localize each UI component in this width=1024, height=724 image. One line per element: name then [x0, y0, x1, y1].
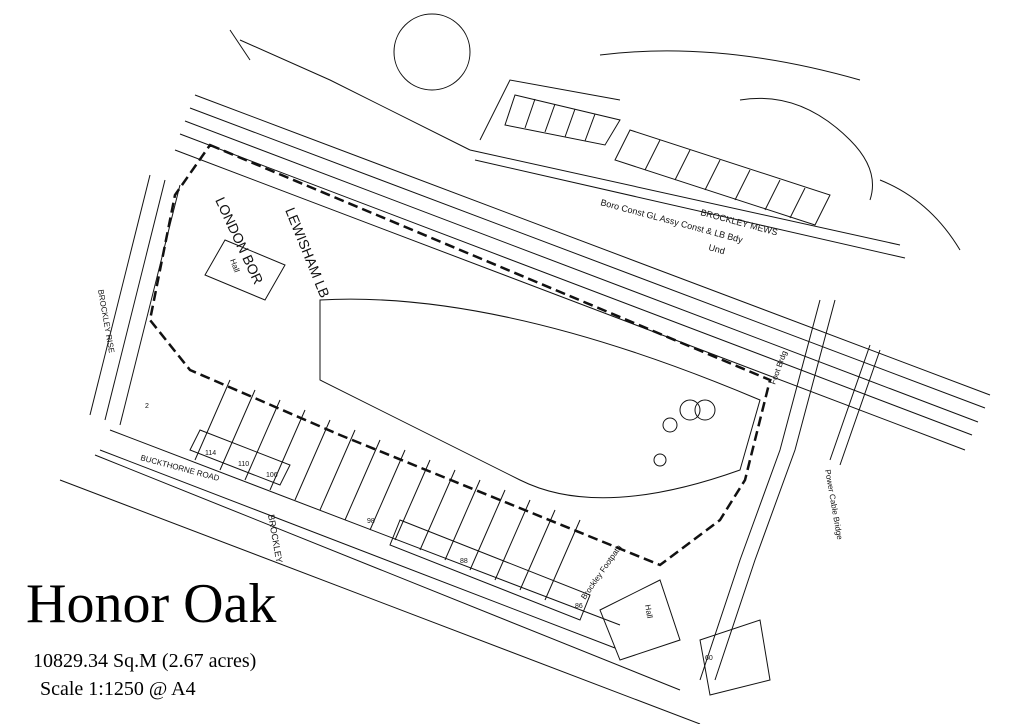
house-number: 86 — [575, 603, 583, 610]
label-hall-left: Hall — [228, 258, 241, 274]
map-title: Honor Oak — [26, 573, 277, 635]
house-number: 98 — [367, 518, 375, 525]
map-scale: Scale 1:1250 @ A4 — [40, 678, 196, 700]
upper-road — [469, 50, 906, 259]
hall-left-building — [204, 239, 286, 301]
label-lewisham-lb: LEWISHAM LB — [282, 205, 333, 300]
brockley-rise-road — [89, 174, 181, 426]
terrace-top — [504, 94, 831, 226]
house-number: 114 — [205, 450, 216, 457]
label-footpath: Brockley Footpath — [579, 543, 623, 601]
label-power-cable-bridge: Power Cable Bridge — [823, 469, 844, 541]
house-number: 60 — [705, 655, 713, 662]
label-und: Und — [707, 242, 726, 256]
house-number: 2 — [145, 403, 149, 410]
label-foot-bridge: Foot Brdg — [768, 350, 788, 386]
top-path — [239, 39, 471, 151]
houses-buckthorne — [99, 379, 621, 649]
label-hall-bottom: Hall — [643, 604, 654, 619]
railway-tracks — [174, 94, 991, 451]
right-road — [699, 299, 821, 681]
house-number: 110 — [238, 461, 249, 468]
roundabout — [393, 13, 471, 91]
house-number: 88 — [460, 558, 468, 565]
power-cable-bridge — [829, 344, 871, 461]
label-brockley: BROCKLEY — [266, 514, 284, 564]
site-boundary — [148, 143, 772, 567]
site-area: 10829.34 Sq.M (2.67 acres) — [33, 650, 257, 672]
hall-bottom-building — [599, 579, 681, 661]
house-number: 106 — [266, 472, 278, 479]
label-london-bor: LONDON BOR — [212, 195, 266, 287]
